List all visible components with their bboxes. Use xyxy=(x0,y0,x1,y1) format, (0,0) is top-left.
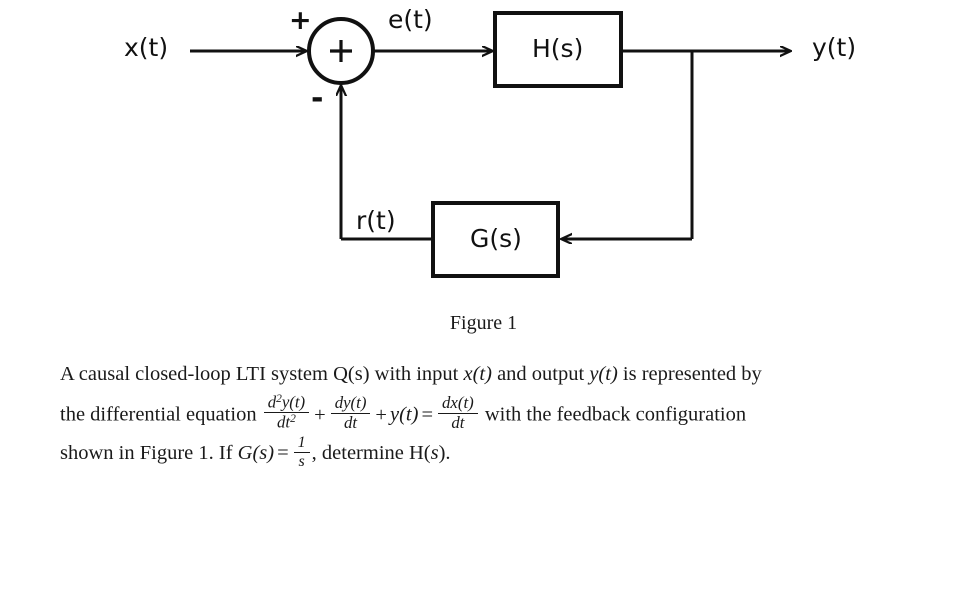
fraction-second-derivative-y: d2y(t)dt2 xyxy=(263,392,310,432)
line3-operator-equals: = xyxy=(277,441,289,464)
den-dt: dt xyxy=(277,412,291,432)
line1-part2: and output xyxy=(491,363,590,385)
fraction-numerator: dx(t) xyxy=(438,394,478,414)
signal-label-output: y(t) xyxy=(812,33,857,62)
problem-statement: A causal closed-loop LTI system Q(s) wit… xyxy=(60,355,940,472)
line3-part1: shown in Figure 1. If xyxy=(60,441,238,464)
operator-plus-1: + xyxy=(314,403,326,426)
line3-part2: , determine H( xyxy=(311,441,431,464)
num-d: d xyxy=(267,392,277,412)
fraction-first-derivative-y: dy(t)dt xyxy=(330,394,371,432)
fraction-denominator: s xyxy=(298,452,305,470)
summer-feedback-sign-minus: - xyxy=(311,81,324,116)
summer-plus-glyph xyxy=(330,40,352,62)
den-dt-exponent: 2 xyxy=(290,412,296,425)
line1-part3: is represented by xyxy=(617,363,762,385)
feedback-block-rect xyxy=(431,201,560,278)
term-y-of-t: y(t) xyxy=(389,403,419,426)
summer-input-sign-plus: + xyxy=(289,5,312,36)
problem-line-2: the differential equation d2y(t)dt2+dy(t… xyxy=(60,393,940,434)
fraction-denominator: dt xyxy=(451,412,465,432)
fraction-numerator: dy(t) xyxy=(330,394,371,414)
num-y-of-t: y(t) xyxy=(281,392,306,412)
fraction-denominator: dt2 xyxy=(264,413,309,432)
operator-plus-2: + xyxy=(375,403,387,426)
line3-part3: ). xyxy=(438,441,451,464)
line3-var-g: G(s) xyxy=(237,441,275,464)
block-diagram-figure: x(t) e(t) y(t) r(t) + - H(s) G(s) xyxy=(0,0,967,300)
line1-var-y: y(t) xyxy=(589,363,618,385)
fraction-denominator: dt xyxy=(344,412,358,432)
line1-part1: A causal closed-loop LTI system Q(s) wit… xyxy=(60,363,464,385)
fraction-numerator: d2y(t) xyxy=(263,392,310,413)
forward-block-label: H(s) xyxy=(532,34,584,63)
figure-caption: Figure 1 xyxy=(449,312,518,334)
problem-line-1: A causal closed-loop LTI system Q(s) wit… xyxy=(60,355,940,393)
signal-label-error: e(t) xyxy=(388,5,433,34)
line2-part2: with the feedback configuration xyxy=(479,403,747,426)
fraction-first-derivative-x: dx(t)dt xyxy=(438,394,478,431)
block-diagram-canvas xyxy=(190,11,967,278)
line1-var-x: x(t) xyxy=(463,363,492,385)
signal-label-feedback: r(t) xyxy=(356,206,396,235)
line3-var-s: s xyxy=(430,441,439,464)
operator-equals: = xyxy=(421,403,433,426)
line2-part1: the differential equation xyxy=(60,403,262,426)
fraction-numerator: 1 xyxy=(293,434,310,453)
num-d-exponent: 2 xyxy=(276,393,282,405)
feedback-block-label: G(s) xyxy=(470,224,522,253)
signal-label-input: x(t) xyxy=(124,33,169,62)
